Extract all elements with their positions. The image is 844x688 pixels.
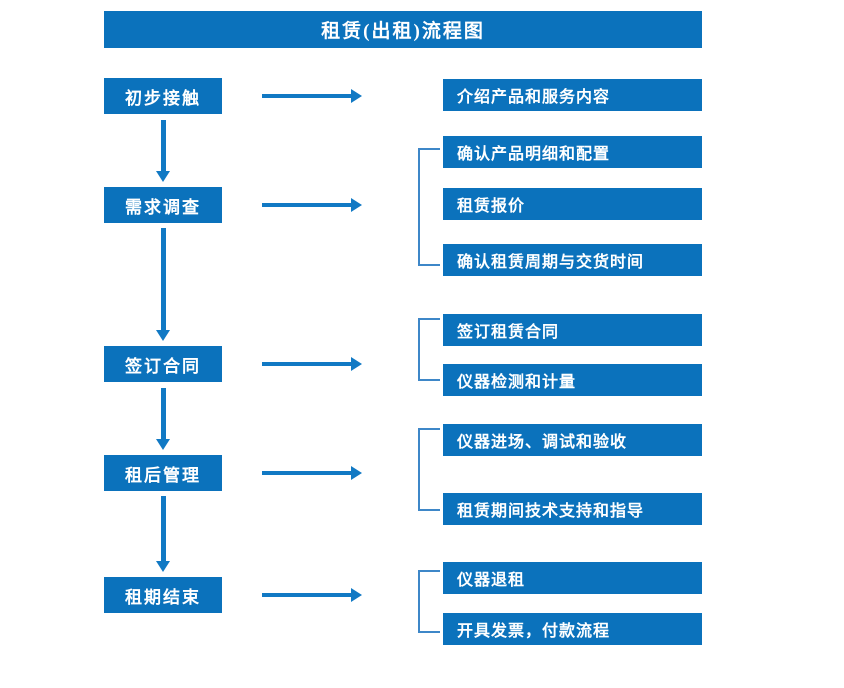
detail-box-instrument-entry-commission[interactable]: 仪器进场、调试和验收 [443,424,702,456]
down-arrow-icon-survey-to-contract [156,228,170,341]
stage-box-initial-contact[interactable]: 初步接触 [104,78,222,114]
right-arrow-icon-lease-end [262,588,362,602]
right-arrow-icon-demand-survey [262,198,362,212]
detail-box-confirm-period-delivery[interactable]: 确认租赁周期与交货时间 [443,244,702,276]
right-arrow-icon-sign-contract [262,357,362,371]
detail-box-introduce-products[interactable]: 介绍产品和服务内容 [443,79,702,111]
down-arrow-icon-management-to-leaseend [156,496,170,572]
bracket-icon-post-rental-group [418,428,440,511]
stage-box-demand-survey[interactable]: 需求调查 [104,187,222,223]
detail-box-technical-support[interactable]: 租赁期间技术支持和指导 [443,493,702,525]
detail-box-invoice-payment[interactable]: 开具发票，付款流程 [443,613,702,645]
detail-box-sign-rental-contract[interactable]: 签订租赁合同 [443,314,702,346]
stage-box-post-rental-management[interactable]: 租后管理 [104,455,222,491]
bracket-icon-lease-end-group [418,570,440,633]
bracket-icon-demand-survey-group [418,148,440,266]
detail-box-instrument-inspection[interactable]: 仪器检测和计量 [443,364,702,396]
right-arrow-icon-post-rental-management [262,466,362,480]
stage-box-sign-contract[interactable]: 签订合同 [104,346,222,382]
down-arrow-icon-contract-to-management [156,388,170,450]
chart-title-bar: 租赁(出租)流程图 [104,11,702,48]
detail-box-rental-quote[interactable]: 租赁报价 [443,188,702,220]
detail-box-instrument-return[interactable]: 仪器退租 [443,562,702,594]
bracket-icon-sign-contract-group [418,318,440,381]
down-arrow-icon-contact-to-survey [156,120,170,182]
stage-box-lease-end[interactable]: 租期结束 [104,577,222,613]
right-arrow-icon-initial-contact [262,89,362,103]
detail-box-confirm-specs[interactable]: 确认产品明细和配置 [443,136,702,168]
